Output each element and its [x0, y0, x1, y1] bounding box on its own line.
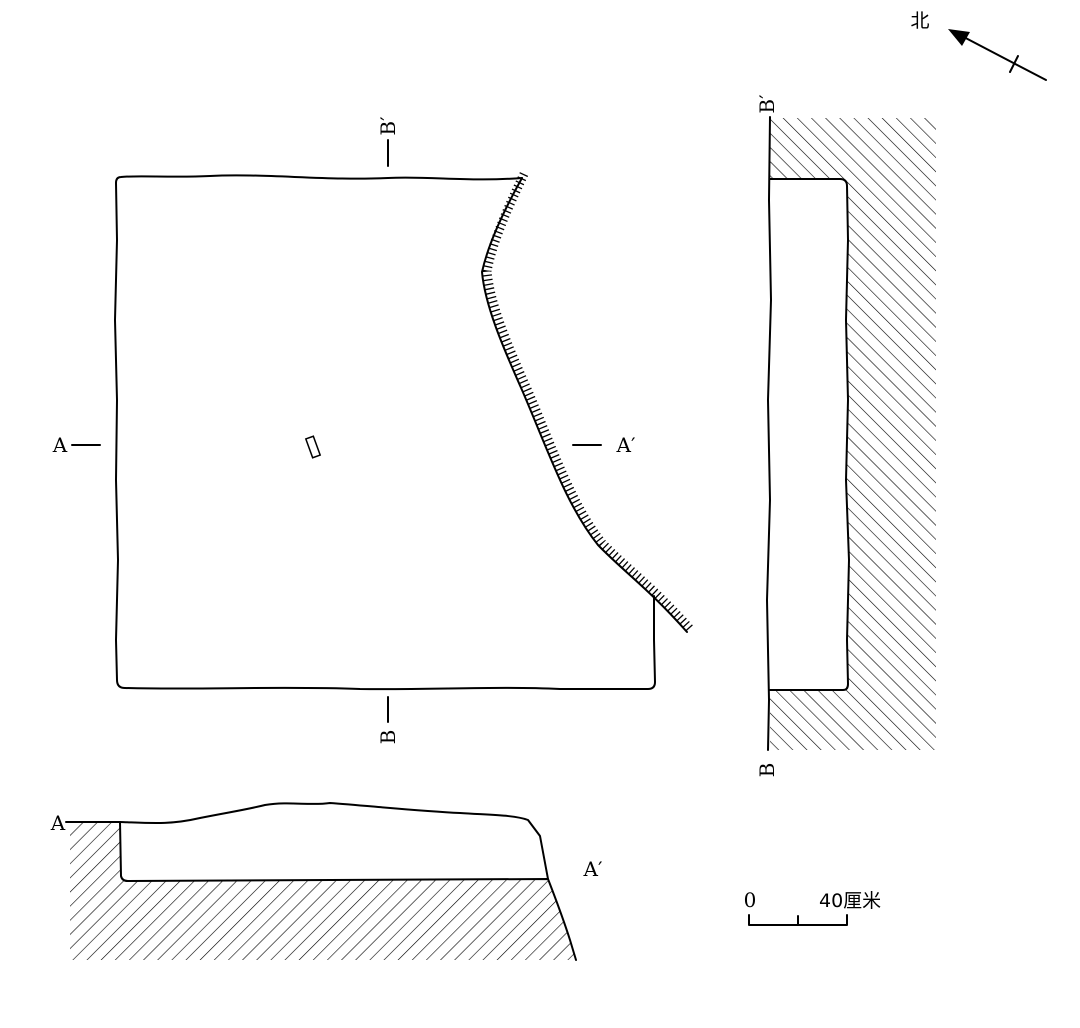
section-bb-surface-line	[766, 116, 772, 751]
section-a-start-label: A	[52, 433, 68, 457]
north-arrow: 北	[910, 10, 1047, 81]
north-arrow-head-icon	[948, 29, 970, 46]
section-aa-soil-hatch	[70, 822, 576, 960]
section-a-end-label: A′	[616, 433, 636, 457]
north-label: 北	[910, 10, 929, 32]
scale-bar: 0 40厘米	[744, 888, 881, 926]
section-bb-pit-profile	[769, 178, 850, 691]
scale-value-label: 40厘米	[819, 890, 881, 912]
scale-zero-label: 0	[744, 888, 757, 912]
section-aa-start-label: A	[50, 811, 66, 835]
section-line-a: A A′	[52, 433, 636, 457]
north-arrow-tick	[1009, 55, 1019, 73]
section-bb-view: B′ B	[755, 94, 936, 777]
plan-view: A A′ B′ B	[52, 116, 695, 744]
north-arrow-shaft	[957, 33, 1047, 81]
section-aa-pit-profile	[65, 821, 577, 961]
plan-pit-edge-hachure	[482, 172, 695, 633]
section-b-end-label: B′	[376, 116, 400, 136]
small-artifact-marker	[304, 435, 322, 459]
section-bb-start-label: B	[755, 763, 779, 778]
section-bb-end-label: B′	[755, 94, 779, 114]
plan-outline	[114, 174, 656, 691]
section-line-b: B′ B	[376, 116, 400, 744]
plan-pit-edge	[481, 177, 688, 633]
section-b-start-label: B	[376, 730, 400, 745]
section-aa-ground-surface	[119, 802, 549, 880]
section-aa-end-label: A′	[583, 857, 603, 881]
section-bb-soil-hatch	[770, 118, 936, 750]
section-aa-view: A A′	[50, 802, 603, 961]
